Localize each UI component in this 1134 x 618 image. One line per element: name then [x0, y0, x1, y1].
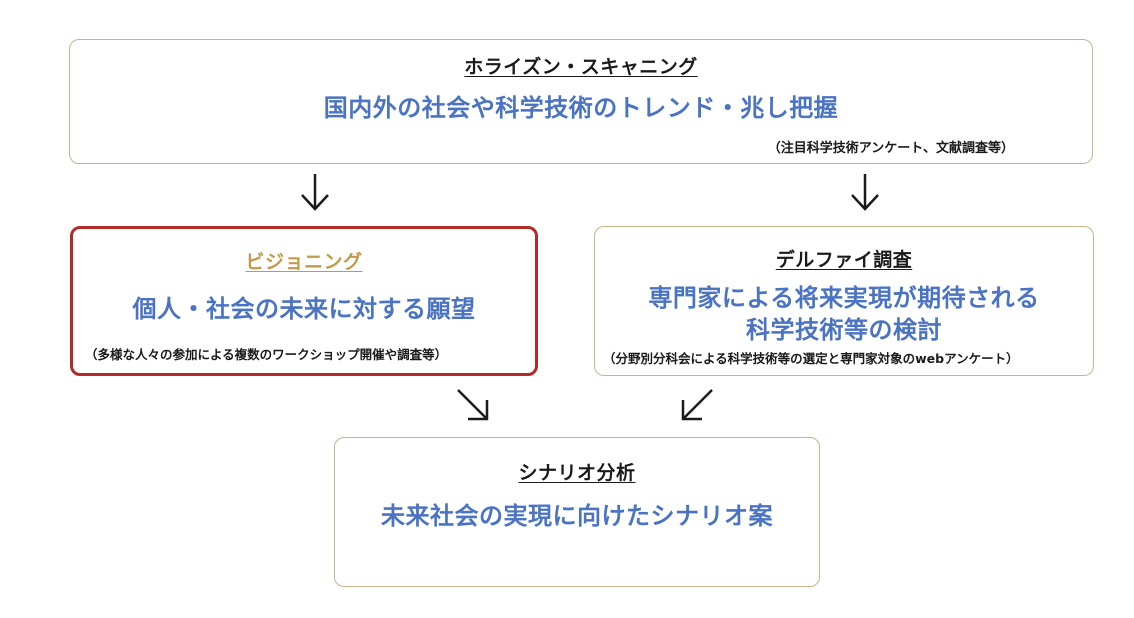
arrow-diagonal-left — [681, 389, 713, 421]
horizon-scanning-title: ホライズン・スキャニング — [464, 56, 698, 78]
visioning-title: ビジョニング — [245, 251, 363, 273]
scenario-main: 未来社会の実現に向けたシナリオ案 — [381, 502, 773, 530]
arrow-diagonal-right — [457, 389, 489, 421]
horizon-scanning-main: 国内外の社会や科学技術のトレンド・兆し把握 — [323, 94, 839, 122]
scenario-box: シナリオ分析 未来社会の実現に向けたシナリオ案 — [334, 437, 820, 587]
arrow-down-right — [851, 174, 879, 211]
visioning-note: （多様な人々の参加による複数のワークショップ開催や調査等） — [85, 347, 448, 362]
scenario-title: シナリオ分析 — [518, 462, 636, 484]
horizon-scanning-note: （注目科学技術アンケート、文献調査等） — [767, 141, 1014, 156]
delphi-main-line2: 科学技術等の検討 — [746, 316, 942, 344]
visioning-main: 個人・社会の未来に対する願望 — [132, 295, 476, 323]
arrow-down-left — [301, 174, 329, 211]
horizon-scanning-box: ホライズン・スキャニング 国内外の社会や科学技術のトレンド・兆し把握 （注目科学… — [69, 39, 1093, 164]
delphi-note: （分野別分科会による科学技術等の選定と専門家対象のwebアンケート） — [603, 351, 1019, 366]
visioning-box: ビジョニング 個人・社会の未来に対する願望 （多様な人々の参加による複数のワーク… — [70, 226, 538, 376]
delphi-title: デルファイ調査 — [775, 249, 913, 271]
delphi-box: デルファイ調査 専門家による将来実現が期待される 科学技術等の検討 （分野別分科… — [594, 226, 1094, 376]
delphi-main-line1: 専門家による将来実現が期待される — [648, 284, 1040, 312]
